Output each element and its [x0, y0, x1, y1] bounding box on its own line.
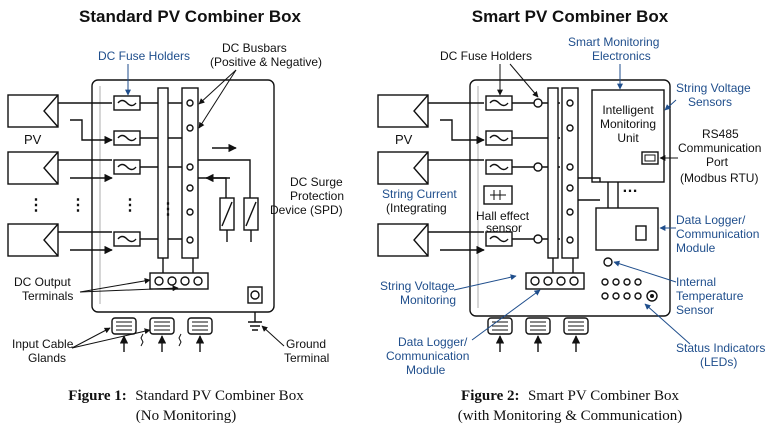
label-string-voltage-sensors: String Voltage	[676, 81, 751, 95]
input-cable-gland	[149, 317, 175, 335]
label-data-logger-right-3: Module	[676, 241, 716, 255]
label-internal-temp-3: Sensor	[676, 303, 714, 317]
dc-fuse	[485, 130, 513, 146]
pv-panel	[377, 223, 429, 257]
label-spd-1: DC Surge	[290, 175, 343, 189]
dc-fuse	[113, 130, 141, 146]
label-data-logger-right: Data Logger/	[676, 213, 746, 227]
hall-sensor	[533, 234, 543, 244]
dc-fuse	[113, 95, 141, 111]
pv-panel	[377, 151, 429, 185]
dc-busbar-negative	[157, 87, 169, 259]
label-ground-1: Ground	[286, 337, 326, 351]
input-cable-gland	[111, 317, 137, 335]
label-string-voltage-sensors-2: Sensors	[688, 95, 732, 109]
figure-2-caption: Figure 2: Smart PV Combiner Box	[461, 387, 679, 404]
status-leds	[601, 278, 658, 302]
label-data-logger-right-2: Communication	[676, 227, 759, 241]
imu-label-2: Monitoring	[600, 117, 656, 131]
label-spd-2: Protection	[290, 189, 344, 203]
ellipsis: …	[622, 179, 638, 196]
label-glands-1: Input Cable	[12, 337, 74, 351]
label-status-indicators: Status Indicators	[676, 341, 765, 355]
temperature-sensor	[603, 257, 613, 267]
intelligent-monitoring-unit	[591, 89, 665, 183]
pv-panel	[7, 94, 59, 128]
figure-1-title: Standard PV Combiner Box	[79, 7, 302, 26]
pv-label: PV	[24, 132, 42, 147]
label-data-logger-bottom-3: Module	[406, 363, 446, 377]
ellipsis: ⋮	[122, 197, 138, 214]
label-dc-fuse-holders: DC Fuse Holders	[98, 49, 190, 63]
label-hall-sensor-2: sensor	[486, 221, 522, 235]
label-string-current: String Current	[382, 187, 457, 201]
imu-label-3: Unit	[617, 131, 639, 145]
label-dc-output-1: DC Output	[14, 275, 71, 289]
figure-2-caption-sub: (with Monitoring & Communication)	[458, 408, 683, 424]
data-logger-module	[595, 207, 659, 251]
input-cable-gland	[187, 317, 213, 335]
imu-label-1: Intelligent	[602, 103, 654, 117]
label-string-voltage-monitoring-2: Monitoring	[400, 293, 456, 307]
label-string-current-2: (Integrating	[386, 201, 447, 215]
label-hall-sensor: Hall effect	[476, 209, 530, 223]
figure-1-caption: Figure 1: Standard PV Combiner Box	[68, 387, 304, 404]
ellipsis: ⋮	[160, 201, 176, 218]
label-ground-2: Terminal	[284, 351, 329, 365]
label-dc-fuse-holders: DC Fuse Holders	[440, 49, 532, 63]
pv-panel	[7, 151, 59, 185]
dc-busbar-negative	[547, 87, 559, 259]
label-internal-temp: Internal	[676, 275, 716, 289]
label-rs485-4: (Modbus RTU)	[680, 171, 758, 185]
dc-busbar-positive	[181, 87, 199, 259]
figure-2-title: Smart PV Combiner Box	[472, 7, 669, 26]
figure-1: Standard PV Combiner Box PV ⋮ ⋮	[7, 7, 344, 424]
dc-fuse	[113, 159, 141, 175]
dc-fuse	[485, 95, 513, 111]
figure-1-caption-sub: (No Monitoring)	[136, 408, 236, 424]
label-dc-busbars: DC Busbars	[222, 41, 287, 55]
label-dc-busbars-sub: (Positive & Negative)	[210, 55, 322, 69]
figure-2: Smart PV Combiner Box PV Intelligen	[377, 7, 765, 424]
dc-busbar-positive	[561, 87, 579, 259]
ellipsis: ⋮	[70, 197, 86, 214]
label-smart-monitoring: Smart Monitoring	[568, 35, 659, 49]
pv-panel	[377, 94, 429, 128]
label-string-voltage-monitoring: String Voltage	[380, 279, 455, 293]
hall-sensor	[533, 98, 543, 108]
label-data-logger-bottom: Data Logger/	[398, 335, 468, 349]
label-rs485-1: RS485	[702, 127, 739, 141]
ellipsis: ⋮	[28, 197, 44, 214]
label-rs485-2: Communication	[678, 141, 761, 155]
hall-sensor	[533, 162, 543, 172]
label-glands-2: Glands	[28, 351, 66, 365]
label-rs485-3: Port	[706, 155, 729, 169]
label-internal-temp-2: Temperature	[676, 289, 744, 303]
label-dc-output-2: Terminals	[22, 289, 73, 303]
dc-fuse	[113, 231, 141, 247]
dc-output-terminals	[525, 272, 585, 290]
label-smart-monitoring-2: Electronics	[592, 49, 651, 63]
input-cable-gland	[525, 317, 551, 335]
rs485-port	[641, 151, 659, 165]
pv-panel	[7, 223, 59, 257]
label-status-indicators-2: (LEDs)	[700, 355, 737, 369]
input-cable-gland	[563, 317, 589, 335]
input-cable-gland	[487, 317, 513, 335]
dc-fuse	[485, 159, 513, 175]
label-spd-3: Device (SPD)	[270, 203, 343, 217]
pv-label: PV	[395, 132, 413, 147]
label-data-logger-bottom-2: Communication	[386, 349, 469, 363]
